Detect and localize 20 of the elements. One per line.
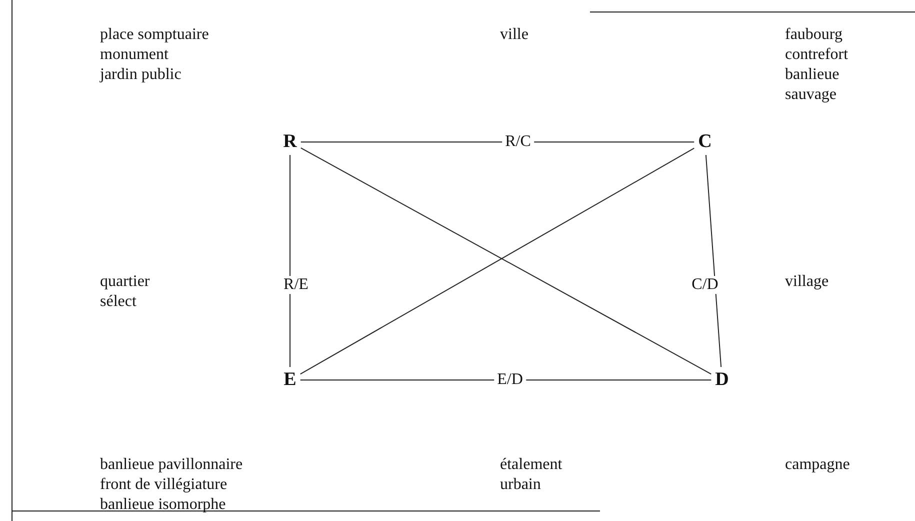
node-letter: R <box>282 132 298 152</box>
text-label: contrefort <box>785 45 848 65</box>
text-label: banlieue pavillonnaire <box>100 455 243 475</box>
text-label: jardin public <box>100 65 182 85</box>
text-label: monument <box>100 45 168 65</box>
text-label: quartier sélect <box>100 272 151 312</box>
text-label: village <box>785 272 829 292</box>
text-label: campagne <box>785 455 850 475</box>
text-label: faubourg <box>785 25 842 45</box>
node-letter: C <box>697 132 713 152</box>
text-label: place somptuaire <box>100 25 209 45</box>
node-letter: E <box>282 370 298 390</box>
text-label: ville <box>500 25 528 45</box>
text-label: sauvage <box>785 85 837 105</box>
connector-line <box>705 154 722 368</box>
text-label: front de villégiature <box>100 475 228 495</box>
text-label: banlieue isomorphe <box>100 495 226 515</box>
node-letter: D <box>714 370 730 390</box>
text-label: étalement urbain <box>500 455 564 495</box>
text-label: banlieue <box>785 65 840 85</box>
